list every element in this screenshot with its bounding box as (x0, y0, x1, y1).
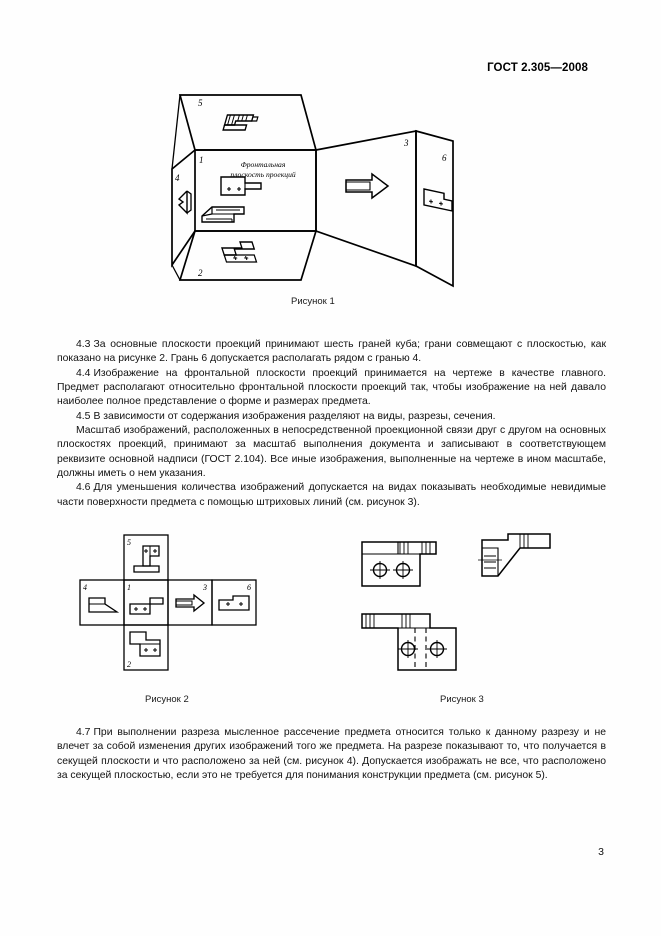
figure-1-plane-label-4: 4 (175, 173, 180, 183)
figure-2-plane-label-4: 4 (83, 583, 87, 592)
clause-text-4-6: Для уменьшения количества изображений до… (57, 482, 606, 508)
figure-2: 5 4 1 3 6 2 (68, 532, 268, 682)
figure-3-caption: Рисунок 3 (440, 694, 484, 705)
figure-2-caption: Рисунок 2 (145, 694, 189, 705)
figure-1: 5 1 4 2 3 6 Фронтальная плоскость проекц… (168, 84, 473, 299)
standard-header: ГОСТ 2.305—2008 (487, 62, 588, 74)
figure-1-plane-label-5: 5 (198, 98, 203, 108)
figure-3 (358, 532, 558, 682)
figure-1-inner-label-line1: Фронтальная (241, 160, 286, 169)
paragraph-scale-note: Масштаб изображений, расположенных в неп… (57, 424, 606, 481)
figure-2-plane-label-3: 3 (202, 583, 207, 592)
clause-number-4-7: 4.7 (76, 727, 91, 738)
figure-2-plane-label-1: 1 (127, 583, 131, 592)
figure-1-inner-label-line2: плоскость проекций (230, 170, 296, 179)
page-number: 3 (598, 846, 604, 858)
clause-text-4-4: Изображение на фронтальной плоскости про… (57, 367, 606, 408)
clause-number-4-5: 4.5 (76, 410, 91, 422)
figure-1-plane-label-2: 2 (198, 268, 203, 278)
figure-2-drawing: 5 4 1 3 6 2 (79, 534, 257, 671)
figure-1-caption: Рисунок 1 (291, 296, 335, 307)
clause-number-4-6: 4.6 (76, 482, 91, 494)
figure-3-view-front (361, 541, 437, 587)
clause-text-scale-note: Масштаб изображений, расположенных в неп… (57, 425, 606, 480)
figure-3-view-top (361, 613, 457, 671)
clause-number-4-4: 4.4 (76, 367, 91, 379)
figure-2-plane-label-2: 2 (127, 660, 131, 669)
figure-1-plane-label-1: 1 (199, 155, 204, 165)
figure-2-plane-label-6: 6 (247, 583, 251, 592)
figure-3-drawing (361, 533, 551, 671)
figure-3-view-side (478, 533, 551, 577)
clause-text-4-5: В зависимости от содержания изображения … (93, 410, 496, 422)
figure-1-plane-label-3: 3 (403, 138, 409, 148)
figure-2-plane-label-5: 5 (127, 538, 131, 547)
clause-text-4-3: За основные плоскости проекций принимают… (57, 339, 606, 365)
figure-1-drawing: 5 1 4 2 3 6 Фронтальная плоскость проекц… (171, 94, 454, 288)
figure-1-plane-label-6: 6 (442, 153, 447, 163)
clause-number-4-3: 4.3 (76, 339, 91, 350)
clause-text-4-7: При выполнении разреза мысленное рассече… (57, 727, 606, 782)
